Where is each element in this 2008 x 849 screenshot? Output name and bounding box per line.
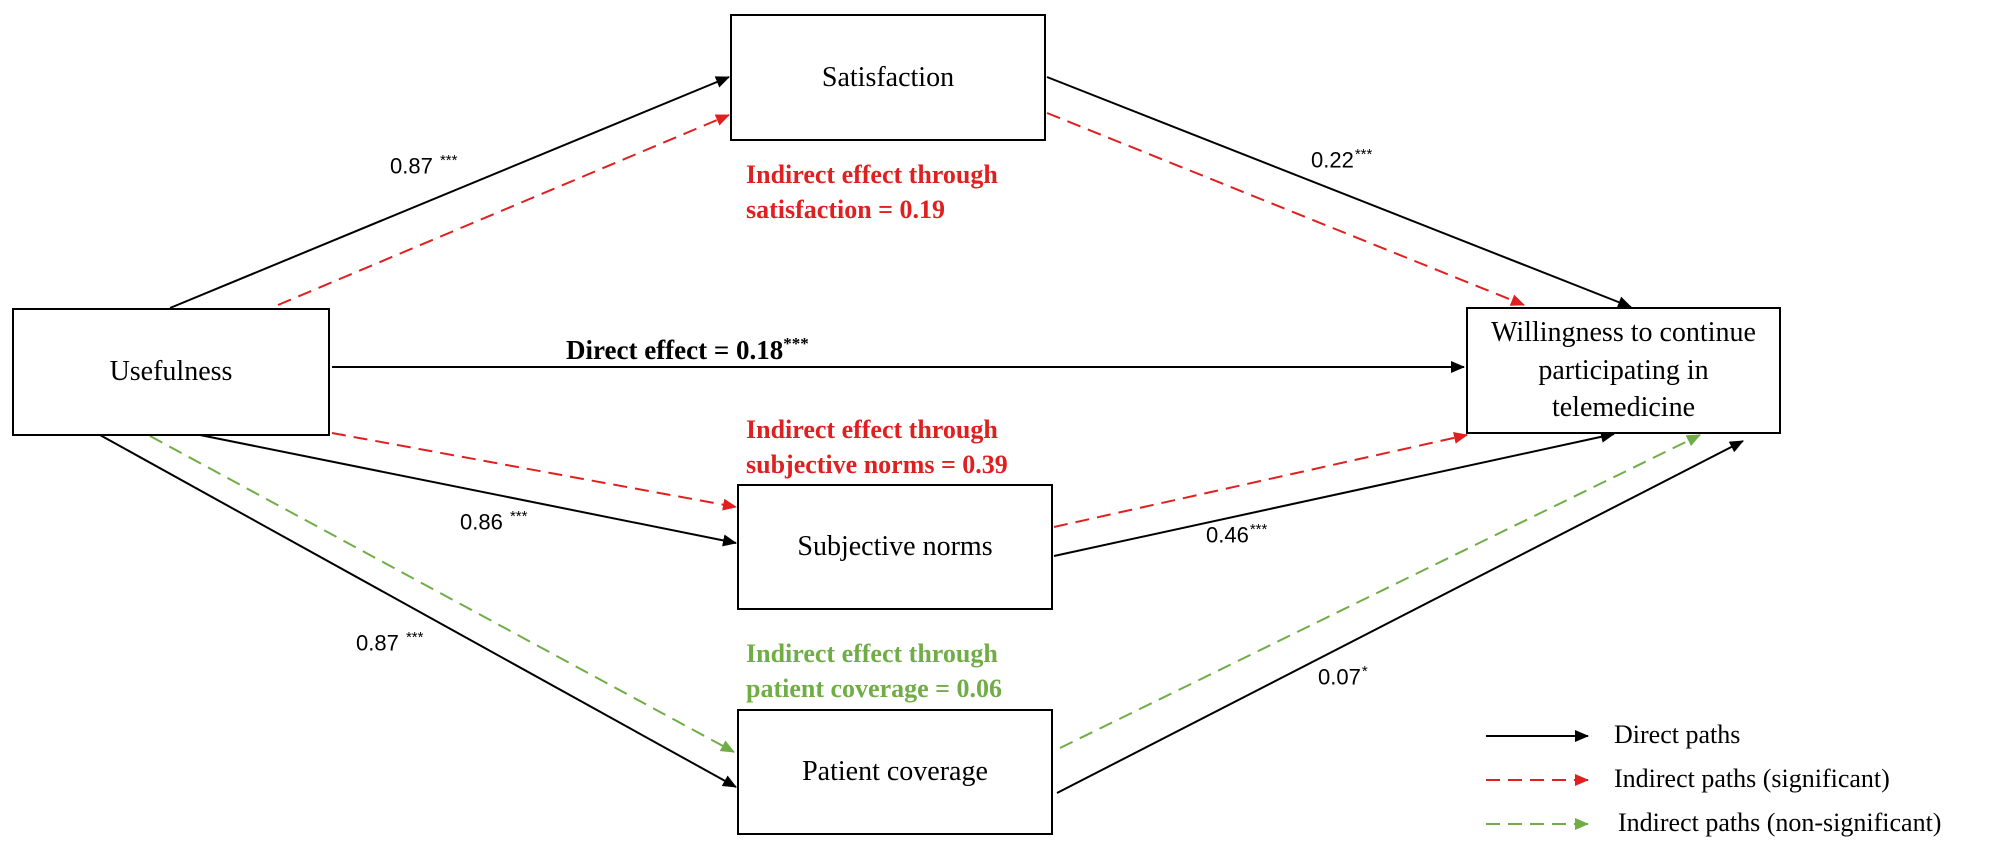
indirect-path-usefulness-satisfaction — [277, 114, 730, 306]
path-satisfaction-willingness — [1046, 76, 1632, 308]
indirect-path-norms-willingness — [1053, 431, 1468, 528]
coef-usefulness-coverage: 0.87 *** — [356, 629, 424, 656]
node-patient-coverage: Patient coverage — [737, 709, 1053, 835]
node-usefulness: Usefulness — [12, 308, 330, 436]
path-usefulness-satisfaction — [169, 76, 730, 309]
indirect-path-usefulness-coverage — [149, 435, 735, 753]
node-usefulness-label: Usefulness — [109, 356, 233, 388]
path-coverage-willingness — [1056, 440, 1744, 794]
indirect-note-patient-coverage: Indirect effect through patient coverage… — [746, 639, 1002, 704]
legend-direct-label: Direct paths — [1614, 720, 1741, 749]
node-subjective-norms-label: Subjective norms — [797, 531, 993, 563]
legend-indirect-nonsig-label: Indirect paths (non-significant) — [1618, 808, 1942, 837]
path-usefulness-coverage — [99, 434, 737, 788]
indirect-path-satisfaction-willingness — [1046, 112, 1525, 306]
node-satisfaction-label: Satisfaction — [821, 61, 955, 93]
coef-coverage-willingness: 0.07* — [1318, 663, 1368, 690]
indirect-path-usefulness-norms — [331, 432, 737, 511]
indirect-note-subjective-norms: Indirect effect through subjective norms… — [746, 415, 1008, 480]
node-satisfaction: Satisfaction — [730, 14, 1046, 141]
coef-usefulness-norms: 0.86 *** — [460, 508, 528, 535]
node-willingness-label: Willingness to continue participating in… — [1491, 316, 1756, 424]
direct-effect-label: Direct effect = 0.18*** — [566, 334, 809, 365]
indirect-path-coverage-willingness — [1059, 434, 1701, 749]
path-usefulness-norms — [199, 434, 737, 547]
node-willingness: Willingness to continue participating in… — [1466, 307, 1781, 434]
node-subjective-norms: Subjective norms — [737, 484, 1053, 610]
node-patient-coverage-label: Patient coverage — [802, 756, 988, 788]
legend-indirect-sig-label: Indirect paths (significant) — [1614, 764, 1890, 793]
coef-norms-willingness: 0.46*** — [1206, 521, 1268, 548]
coef-usefulness-satisfaction: 0.87 *** — [390, 152, 458, 179]
indirect-note-satisfaction: Indirect effect through satisfaction = 0… — [746, 160, 998, 225]
coef-satisfaction-willingness: 0.22*** — [1311, 146, 1373, 173]
path-norms-willingness — [1053, 430, 1615, 557]
